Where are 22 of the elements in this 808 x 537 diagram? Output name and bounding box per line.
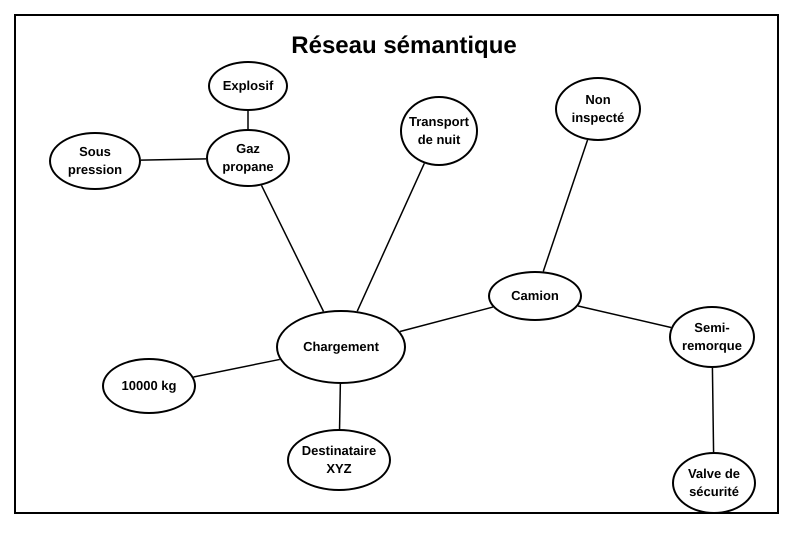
connector-line [247,111,249,129]
connector-line [193,358,280,378]
connector-line [400,306,494,332]
node-label: Valve de sécurité [686,465,742,501]
node-label: Transport de nuit [408,113,470,149]
connector-line [712,368,714,452]
node-label: 10000 kg [122,377,176,395]
connector-line [338,384,342,430]
diagram-title: Réseau sémantique [291,32,517,60]
connector-line [140,158,206,161]
node-label: Explosif [222,77,274,95]
connector-line [542,140,588,272]
node-label: Semi-remorque [682,319,742,355]
node-label: Non inspecté [570,91,626,127]
node-label: Gaz propane [221,140,275,176]
node-label: Sous pression [66,143,124,179]
connector-line [578,305,672,328]
node-label: Destinataire XYZ [300,442,378,478]
connector-line [260,185,324,312]
node-label: Camion [511,287,559,305]
connector-line [356,163,425,312]
node-label: Chargement [303,338,379,356]
